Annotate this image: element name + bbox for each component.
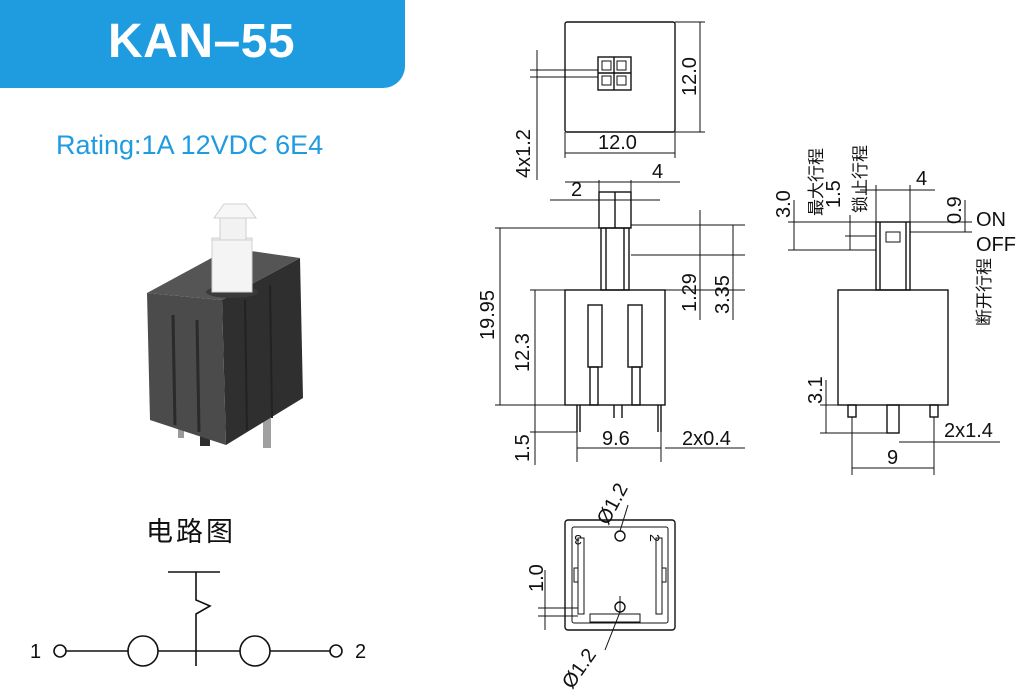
side-max-travel-value: 3.0 bbox=[773, 190, 795, 218]
bottom-side-offset-label: 1.0 bbox=[526, 564, 548, 592]
top-view-height-label: 12.0 bbox=[679, 57, 701, 96]
side-cap-width-label: 4 bbox=[916, 168, 927, 190]
bottom-hole-top-label: Ø1.2 bbox=[593, 480, 633, 529]
front-stem-gap-label: 4 bbox=[652, 161, 663, 183]
side-lock-travel-label: 锁止行程 bbox=[851, 145, 871, 213]
rating-text: Rating:1A 12VDC 6E4 bbox=[56, 130, 324, 160]
front-pin-spacing-label: 9.6 bbox=[602, 428, 630, 450]
top-view-hole-label: 4x1.2 bbox=[513, 129, 535, 178]
top-view-width-label: 12.0 bbox=[598, 132, 637, 154]
front-total-height-label: 19.95 bbox=[477, 290, 499, 340]
circuit-pin-2: 2 bbox=[355, 641, 367, 663]
side-off-label: OFF bbox=[976, 234, 1016, 256]
side-pin-height-label: 3.1 bbox=[805, 376, 827, 404]
bottom-corner-number-right: 2 bbox=[647, 534, 663, 542]
side-pin-width-label: 2x1.4 bbox=[944, 420, 993, 442]
bottom-corner-number-left: 3 bbox=[574, 532, 582, 548]
front-stem-height-label: 3.35 bbox=[712, 275, 734, 314]
front-body-height-label: 12.3 bbox=[512, 333, 534, 372]
title-banner: KAN–55 bbox=[0, 0, 405, 88]
bottom-hole-bottom-label: Ø1.2 bbox=[558, 645, 601, 693]
side-break-travel-label: 断开行程 bbox=[975, 258, 995, 326]
front-view bbox=[495, 180, 745, 465]
front-pin-width-label: 2x0.4 bbox=[682, 428, 731, 450]
circuit-diagram bbox=[53, 571, 343, 667]
front-top-offset-label: 1.29 bbox=[679, 273, 701, 312]
circuit-title: 电路图 bbox=[146, 517, 236, 547]
product-title: KAN–55 bbox=[108, 15, 296, 68]
side-max-travel-label: 最大行程 bbox=[807, 148, 827, 216]
product-photo bbox=[147, 203, 303, 448]
side-on-label: ON bbox=[976, 209, 1006, 231]
front-pin-length-label: 1.5 bbox=[512, 434, 534, 462]
side-on-offset-label: 0.9 bbox=[944, 196, 966, 224]
bottom-view bbox=[538, 504, 676, 651]
side-pin-spacing-label: 9 bbox=[887, 447, 898, 469]
top-view bbox=[530, 21, 705, 180]
front-stem-width-label: 2 bbox=[571, 179, 582, 201]
side-view bbox=[788, 185, 1000, 475]
circuit-pin-1: 1 bbox=[30, 641, 42, 663]
side-lock-travel-value: 1.5 bbox=[823, 180, 845, 208]
